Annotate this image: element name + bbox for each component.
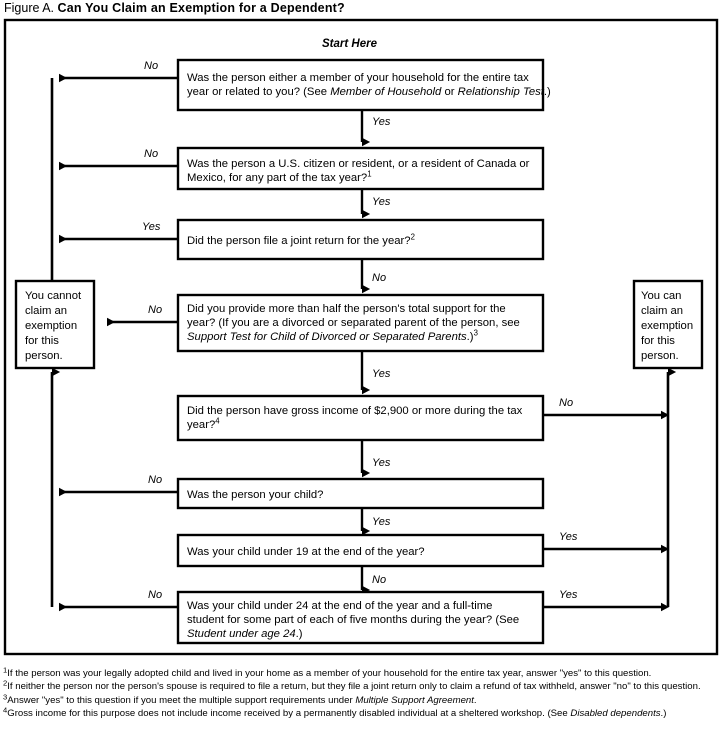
edge-label-q8-no: No — [148, 589, 162, 601]
q4-line2: year? (If you are a divorced or separate… — [187, 317, 520, 329]
figure-title-text: Can You Claim an Exemption for a Depende… — [57, 1, 345, 15]
footnote-1-text: If the person was your legally adopted c… — [7, 668, 652, 679]
q5-line2-a: year? — [187, 419, 215, 431]
footnote-4-marker: 4 — [3, 705, 8, 715]
q3-line1-a: Did the person file a joint return for t… — [187, 235, 411, 247]
question-box-q3[interactable] — [176, 218, 545, 261]
footnote-3-text-b: . — [473, 694, 477, 706]
can-claim-line-4: for this — [641, 335, 675, 347]
question-box-q5[interactable] — [176, 394, 545, 442]
q8-line3: Student under age 24.) — [187, 628, 303, 640]
figure-label: Figure A. — [4, 1, 55, 15]
q5-line1: Did the person have gross income of $2,9… — [187, 405, 523, 417]
q1-line2: year or related to you? (See Member of H… — [187, 86, 551, 98]
edge-label-q4-no: No — [148, 304, 162, 316]
can-claim-line-2: claim an — [641, 305, 683, 317]
cannot-claim-line-2: claim an — [25, 305, 67, 317]
edge-label-q3-no: No — [372, 272, 386, 284]
q6-line1: Was the person your child? — [187, 489, 323, 501]
footnote-4-text-b: .) — [660, 707, 667, 719]
cannot-claim-line-3: exemption — [25, 320, 77, 332]
q5-line2: year?4 — [187, 417, 220, 431]
q1-line2-italic-1: Member of Household — [330, 86, 442, 98]
start-here-label: Start Here — [322, 38, 378, 50]
question-box-q2[interactable] — [176, 146, 545, 191]
footnote-1-marker: 1 — [3, 665, 8, 675]
edge-label-q2-yes: Yes — [372, 196, 391, 208]
can-claim-line-1: You can — [641, 290, 681, 302]
question-box-q1[interactable] — [176, 58, 545, 112]
q8-line3-b: .) — [296, 628, 303, 640]
footnote-2-marker: 2 — [3, 678, 8, 688]
edge-label-q8-yes: Yes — [559, 589, 578, 601]
footnotes-list: 1If the person was your legally adopted … — [3, 665, 719, 721]
figure-frame — [3, 18, 719, 656]
q4-footnote-ref: 3 — [474, 329, 478, 338]
outcome-box-can-claim[interactable] — [632, 279, 704, 370]
q2-line2-a: Mexico, for any part of the tax year? — [187, 172, 367, 184]
edge-label-q5-no: No — [559, 397, 573, 409]
q4-line3-b: .) — [467, 331, 474, 343]
q1-line2-italic-2: Relationship Test — [458, 86, 545, 98]
question-box-q8[interactable] — [176, 590, 545, 645]
question-box-q4[interactable] — [176, 293, 545, 353]
q1-line2-a: year or related to you? (See — [187, 86, 330, 98]
footnote-3-text-italic: Multiple Support Agreement — [355, 694, 474, 706]
footnote-2: 2If neither the person nor the person's … — [3, 678, 719, 694]
edge-label-q6-yes: Yes — [372, 516, 391, 528]
footnote-3-text-a: Answer "yes" to this question if you mee… — [7, 694, 356, 706]
q4-line3: Support Test for Child of Divorced or Se… — [187, 329, 478, 343]
cannot-claim-line-5: person. — [25, 350, 63, 362]
edge-label-q4-yes: Yes — [372, 368, 391, 380]
q5-footnote-ref: 4 — [215, 417, 220, 426]
question-box-q6[interactable] — [176, 477, 545, 510]
q3-footnote-ref: 2 — [411, 233, 415, 242]
outcome-box-cannot-claim[interactable] — [14, 279, 96, 370]
q8-line3-italic: Student under age 24 — [187, 628, 296, 640]
q3-line1: Did the person file a joint return for t… — [187, 233, 415, 247]
can-claim-line-5: person. — [641, 350, 679, 362]
footnote-2-text: If neither the person nor the person's s… — [7, 681, 701, 693]
can-claim-line-3: exemption — [641, 320, 693, 332]
q4-line3-italic: Support Test for Child of Divorced or Se… — [187, 331, 467, 343]
cannot-claim-line-1: You cannot — [25, 290, 82, 302]
edge-label-q1-no: No — [144, 60, 158, 72]
q2-line2: Mexico, for any part of the tax year?1 — [187, 170, 372, 184]
edge-label-q3-yes: Yes — [142, 221, 161, 233]
q1-line2-c: .) — [544, 86, 551, 98]
cannot-claim-line-4: for this — [25, 335, 59, 347]
q2-footnote-ref: 1 — [367, 170, 371, 179]
q2-line1: Was the person a U.S. citizen or residen… — [187, 158, 530, 170]
q8-line2: student for some part of each of five mo… — [187, 614, 519, 626]
q1-line2-b: or — [441, 86, 457, 98]
edge-label-q5-yes: Yes — [372, 457, 391, 469]
edge-label-q6-no: No — [148, 474, 162, 486]
q7-line1: Was your child under 19 at the end of th… — [187, 546, 425, 558]
question-box-q7[interactable] — [176, 533, 545, 568]
page-title: Figure A. Can You Claim an Exemption for… — [4, 1, 345, 16]
edge-label-q2-no: No — [144, 148, 158, 160]
footnote-1: 1If the person was your legally adopted … — [3, 665, 719, 681]
footnote-4-text-italic: Disabled dependents — [570, 707, 661, 719]
q4-line1: Did you provide more than half the perso… — [187, 303, 506, 315]
footnote-3: 3Answer "yes" to this question if you me… — [3, 692, 719, 708]
q8-line1: Was your child under 24 at the end of th… — [187, 600, 492, 612]
footnote-4: 4Gross income for this purpose does not … — [3, 705, 719, 721]
footnote-3-marker: 3 — [3, 692, 8, 702]
q1-line1: Was the person either a member of your h… — [187, 72, 529, 84]
footnote-4-text-a: Gross income for this purpose does not i… — [7, 707, 571, 719]
edge-label-q7-yes: Yes — [559, 531, 578, 543]
edge-label-q1-yes: Yes — [372, 116, 391, 128]
edge-label-q7-no: No — [372, 574, 386, 586]
